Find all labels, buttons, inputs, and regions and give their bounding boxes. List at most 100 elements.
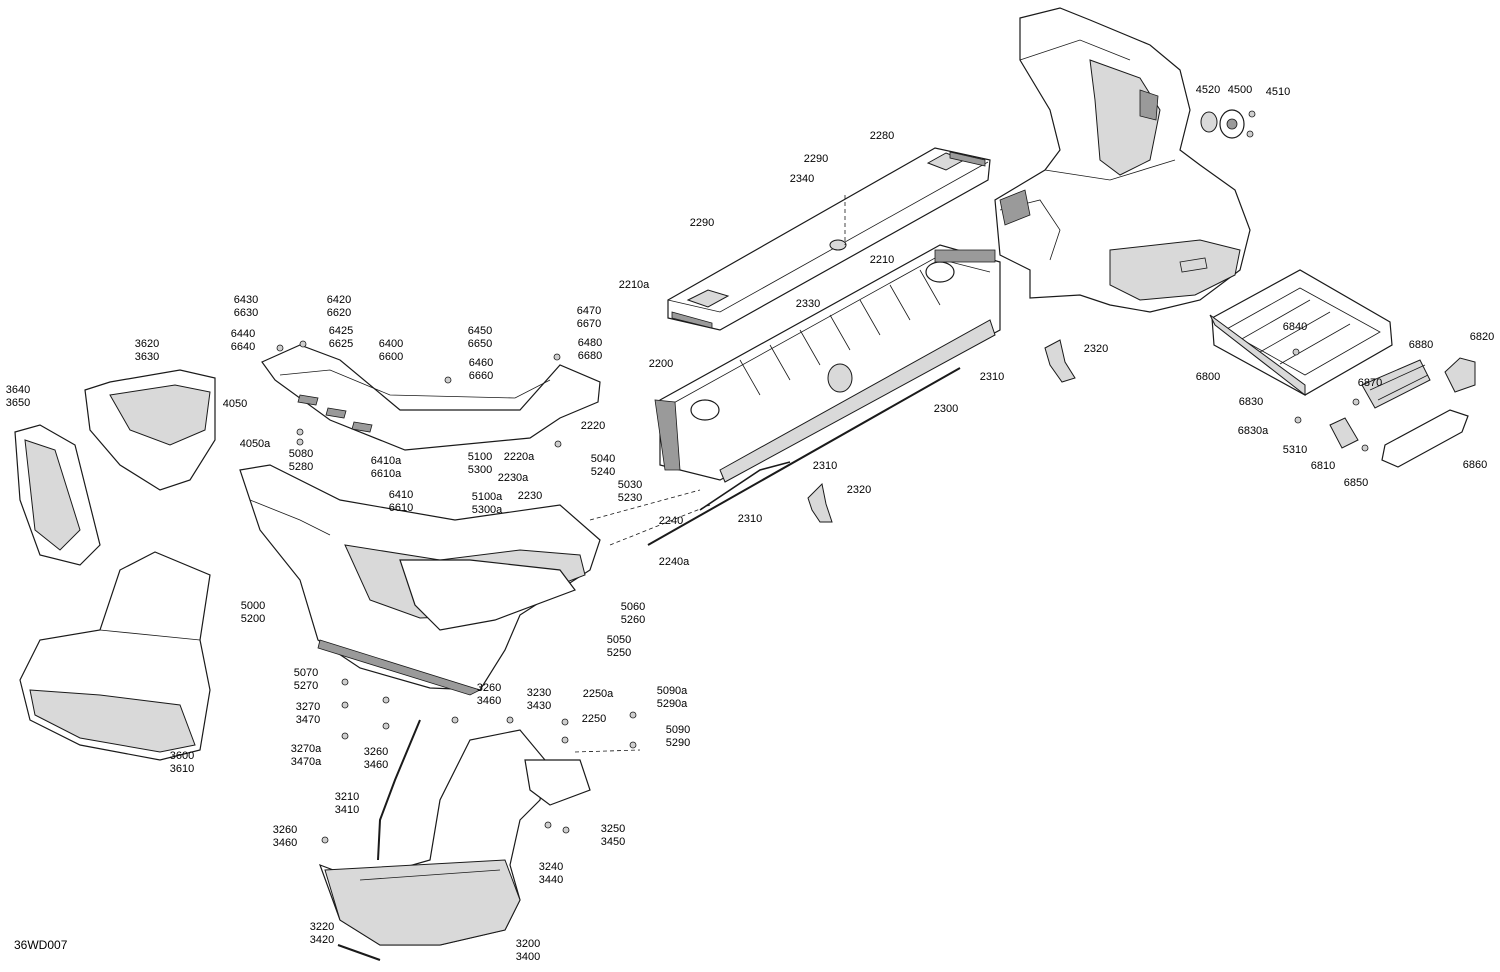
callout-line: 3270 [296,701,320,713]
callout-2320-b: 2320 [847,484,871,496]
callout-line: 3600 [170,750,194,762]
callout-line: 3460 [364,759,388,771]
callout-line: 3200 [516,938,540,950]
callout-line: 2320 [1084,343,1108,355]
callout-2310-a: 2310 [980,371,1004,383]
callout-2280: 2280 [870,130,894,142]
callout-line: 2290 [690,217,714,229]
callout-line: 2230 [518,490,542,502]
callout-line: 6680 [578,350,602,362]
callout-2320-a: 2320 [1084,343,1108,355]
callout-line: 4510 [1266,86,1290,98]
callout-4520: 4520 [1196,84,1220,96]
callout-2330: 2330 [796,298,820,310]
callout-line: 6600 [379,351,403,363]
callout-line: 5100a [472,491,503,503]
callout-line: 5260 [621,614,645,626]
callout-line: 3260 [477,682,501,694]
callout-line: 5230 [618,492,642,504]
callout-line: 2240 [659,515,683,527]
callout-line: 6410a [371,455,402,467]
callout-line: 3400 [516,951,540,963]
callout-line: 6800 [1196,371,1220,383]
callout-line: 6470 [577,305,601,317]
callout-line: 3430 [527,700,551,712]
callout-line: 4520 [1196,84,1220,96]
callout-line: 6430 [234,294,258,306]
callout-line: 2280 [870,130,894,142]
callout-6860: 6860 [1463,459,1487,471]
callout-line: 5080 [289,448,313,460]
callout-line: 6870 [1358,377,1382,389]
callout-line: 2220a [504,451,535,463]
callout-2310-b: 2310 [813,460,837,472]
callout-line: 6650 [468,338,492,350]
callout-line: 2220 [581,420,605,432]
callout-line: 3450 [601,836,625,848]
callout-line: 6400 [379,338,403,350]
callout-line: 6860 [1463,459,1487,471]
callout-2290-top: 2290 [804,153,828,165]
callout-2250a: 2250a [583,688,614,700]
callout-line: 3260 [364,746,388,758]
callout-2340: 2340 [790,173,814,185]
callout-line: 6610 [389,502,413,514]
callout-line: 5050 [607,634,631,646]
callout-line: 3260 [273,824,297,836]
callout-line: 6670 [577,318,601,330]
lower-storage-bin [318,678,641,961]
callout-line: 5300a [472,504,503,516]
callout-line: 2250a [583,688,614,700]
callout-4510: 4510 [1266,86,1290,98]
callout-line: 6850 [1344,477,1368,489]
callout-line: 6880 [1409,339,1433,351]
callout-line: 5070 [294,667,318,679]
callout-2240a: 2240a [659,556,690,568]
callout-line: 6660 [469,370,493,382]
callout-line: 6830a [1238,425,1269,437]
callout-line: 2310 [738,513,762,525]
upper-guard-panel [261,340,601,451]
callout-line: 6840 [1283,321,1307,333]
callout-line: 6830 [1239,396,1263,408]
drawing-reference-code: 36WD007 [14,938,68,952]
callout-line: 2230a [498,472,529,484]
callout-6810: 6810 [1311,460,1335,472]
callout-line: 5310 [1283,444,1307,456]
callout-line: 4050a [240,438,271,450]
callout-line: 6440 [231,328,255,340]
callout-line: 3240 [539,861,563,873]
callout-line: 3470 [296,714,320,726]
callout-line: 5300 [468,464,492,476]
callout-line: 6625 [329,338,353,350]
main-console-tray [654,244,1001,483]
callout-line: 5040 [591,453,615,465]
callout-line: 3420 [310,934,334,946]
callout-2220: 2220 [581,420,605,432]
callout-line: 3630 [135,351,159,363]
rear-frame-assembly [994,7,1251,313]
callout-line: 5290 [666,737,690,749]
callout-6850: 6850 [1344,477,1368,489]
callout-line: 2250 [582,713,606,725]
